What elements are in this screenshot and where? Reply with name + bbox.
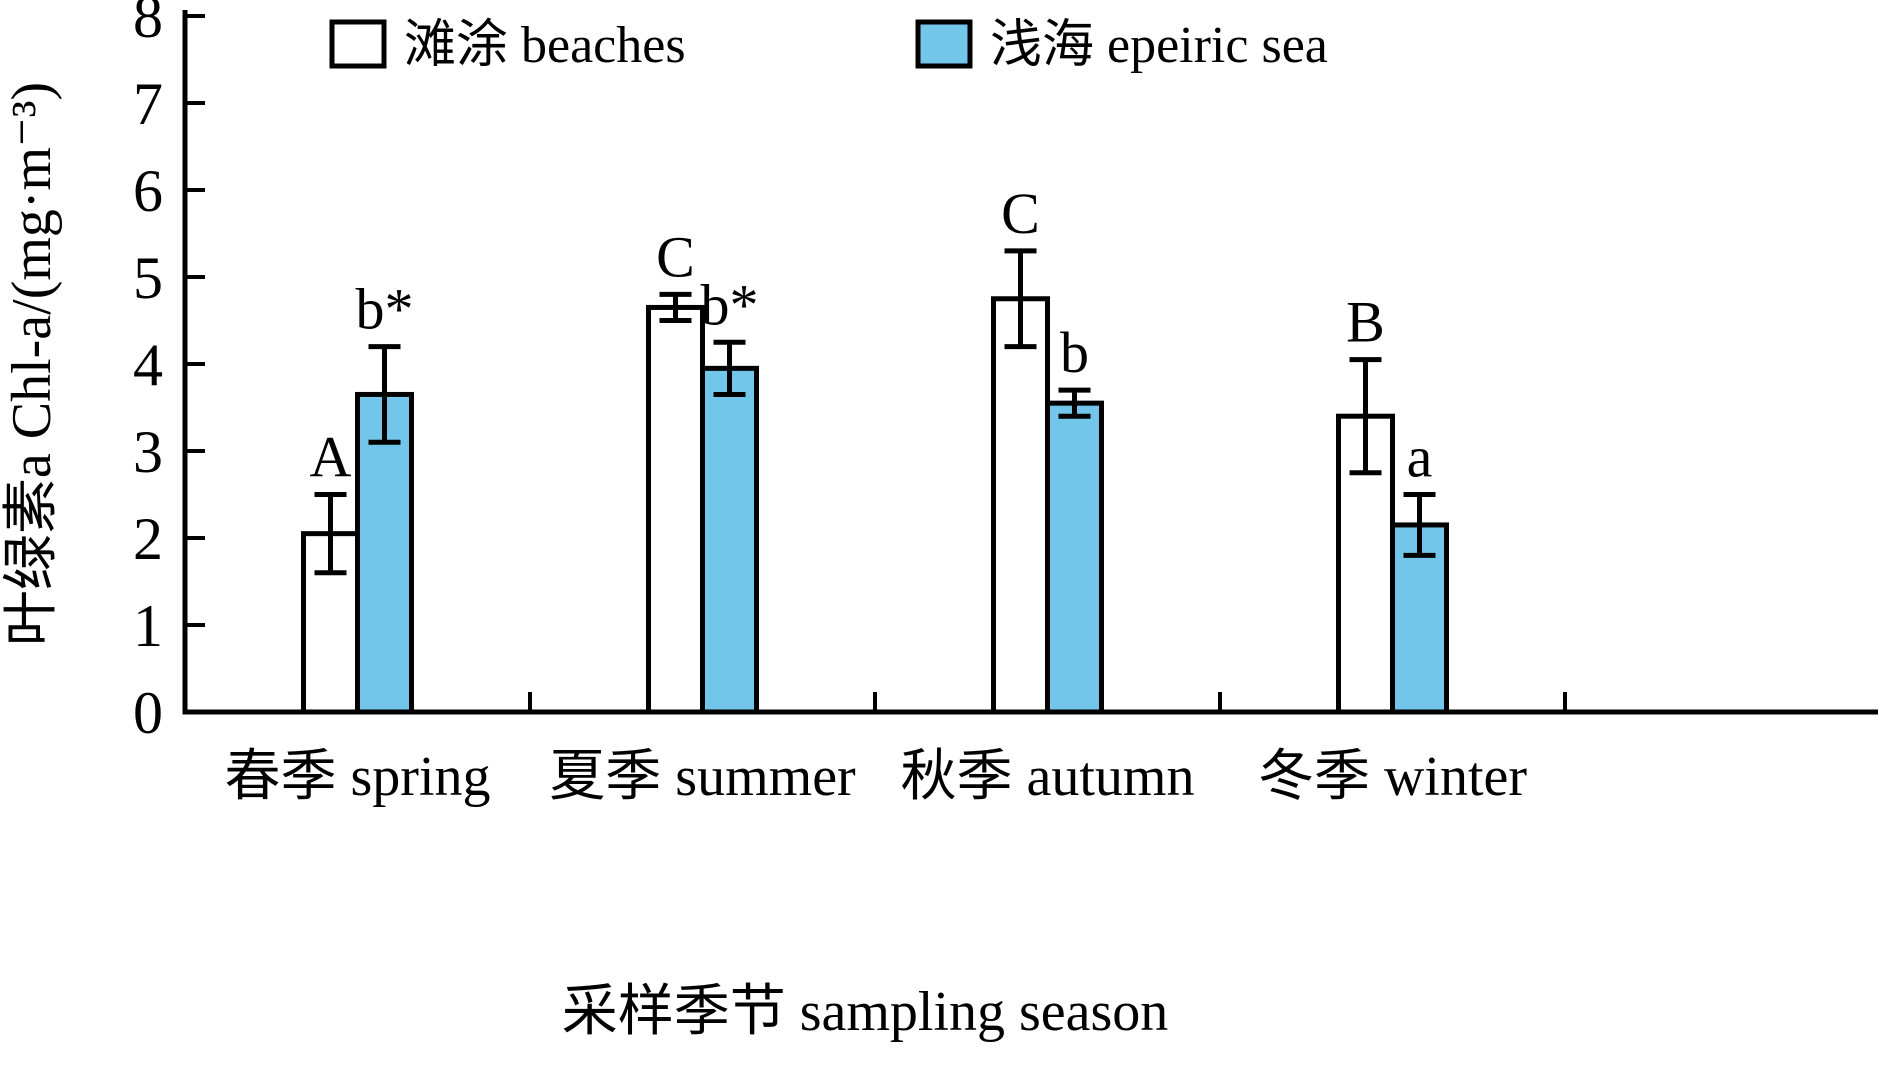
y-axis-label: 叶绿素a Chl-a/(mg·m⁻³) <box>1 82 63 646</box>
y-tick-label: 6 <box>133 158 163 224</box>
bar <box>991 296 1050 715</box>
sig-letter: b <box>1060 320 1089 385</box>
y-tick-label: 0 <box>133 680 163 746</box>
y-tick-label: 4 <box>133 332 163 398</box>
y-tick-label: 1 <box>133 593 163 659</box>
y-tick-label: 5 <box>133 245 163 311</box>
sig-letter: C <box>656 224 695 289</box>
x-axis-label: 采样季节 sampling season <box>562 981 1169 1043</box>
y-tick-label: 8 <box>133 0 163 50</box>
bar <box>1390 522 1449 715</box>
sig-letter: a <box>1407 425 1433 490</box>
bars-group <box>301 296 1449 715</box>
legend-label-epeiric-sea: 浅海 epeiric sea <box>990 17 1328 74</box>
sig-letter: b* <box>701 272 759 337</box>
y-tick-label: 2 <box>133 506 163 572</box>
category-label: 冬季 winter <box>1258 746 1527 808</box>
category-label: 春季 spring <box>225 746 491 808</box>
bar <box>1045 400 1104 715</box>
sig-letter: A <box>310 425 352 490</box>
bar <box>700 365 759 715</box>
y-tick-label: 3 <box>133 419 163 485</box>
legend-label-beaches: 滩涂 beaches <box>404 17 686 74</box>
sig-letter: b* <box>356 277 414 342</box>
x-ticks-group <box>528 692 1567 712</box>
y-ticks-group <box>185 14 205 714</box>
y-tick-labels-group: 0 1 2 3 4 5 6 7 8 <box>133 0 163 746</box>
error-bars-group <box>314 248 1436 576</box>
x-category-labels-group: 春季 spring 夏季 summer 秋季 autumn 冬季 winter <box>225 746 1528 808</box>
legend-swatch-epeiric-sea <box>915 19 973 69</box>
sig-letter: C <box>1001 181 1040 246</box>
bar <box>646 304 705 715</box>
category-label: 秋季 autumn <box>901 746 1195 808</box>
legend: 滩涂 beaches 浅海 epeiric sea <box>329 17 1328 74</box>
sig-letter: B <box>1346 290 1385 355</box>
category-label: 夏季 summer <box>549 746 856 808</box>
y-tick-label: 7 <box>133 71 163 137</box>
legend-swatch-beaches <box>329 19 387 69</box>
